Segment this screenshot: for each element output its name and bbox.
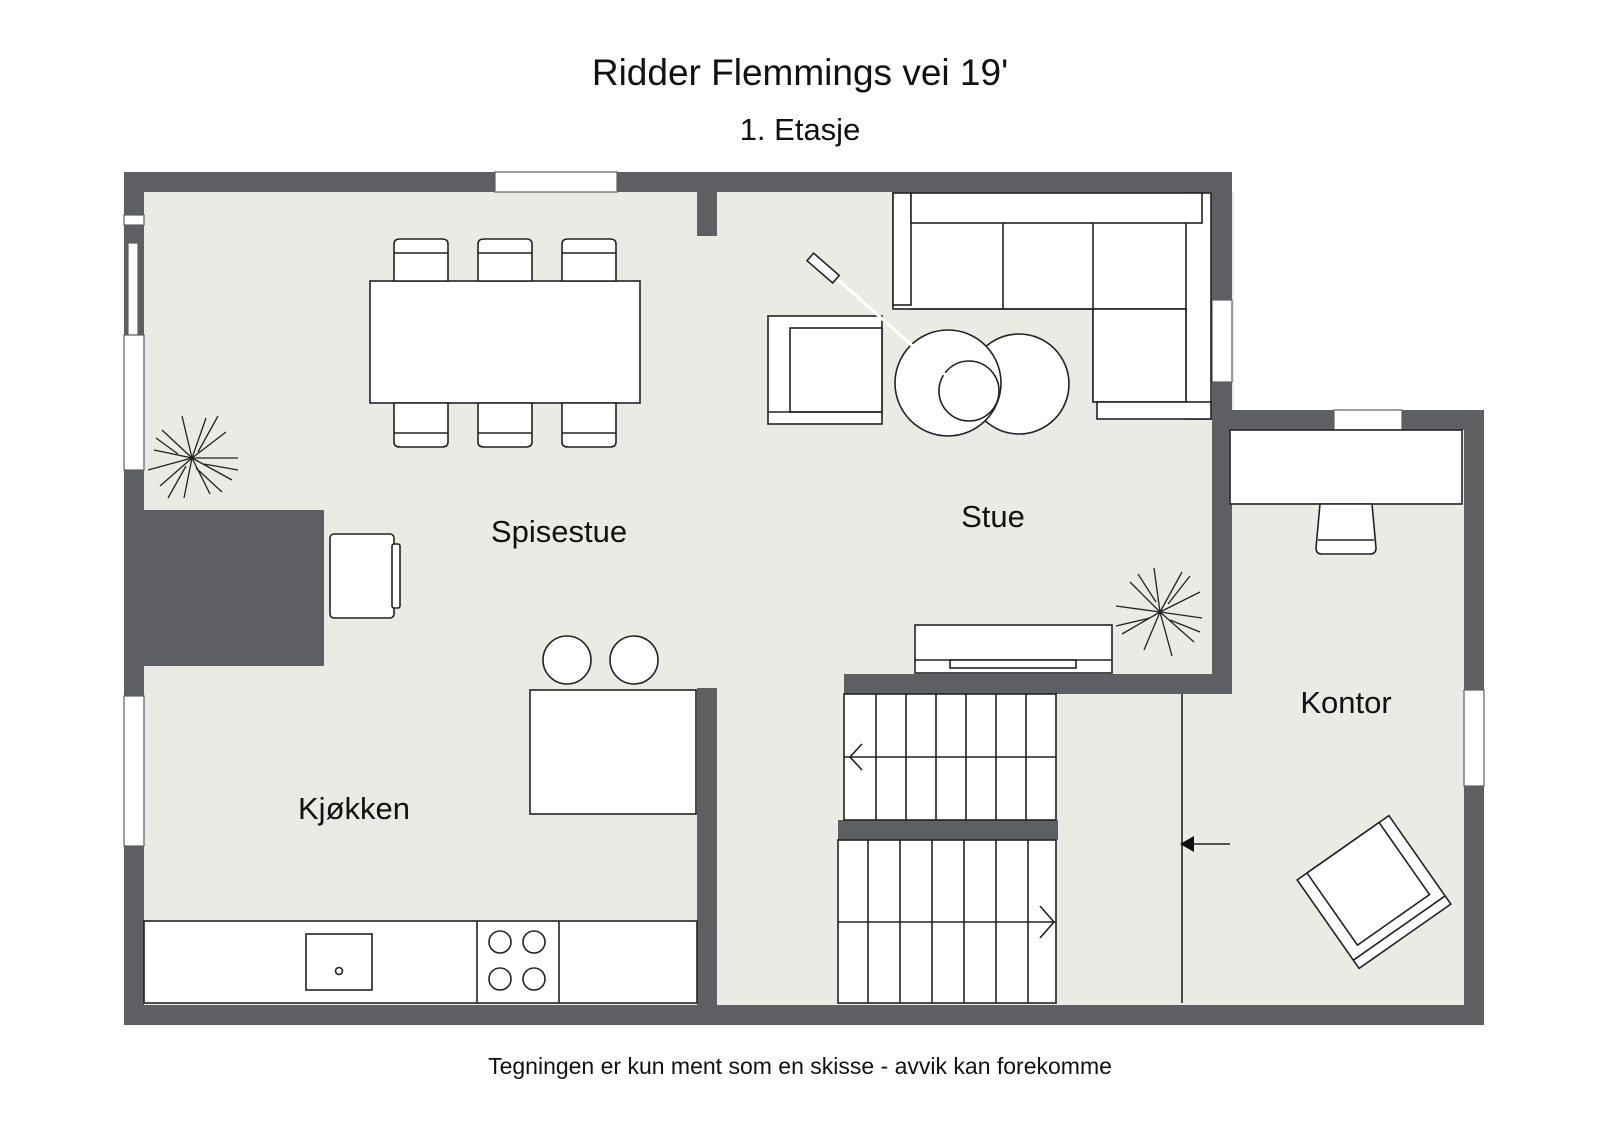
bar-stools [542, 635, 659, 685]
plan-title: Ridder Flemmings vei 19' [591, 52, 1009, 93]
plant-dining [147, 415, 239, 499]
office-armchair [1296, 814, 1452, 970]
room-label-spisestue: Spisestue [491, 514, 627, 549]
office-desk [1229, 429, 1463, 505]
dining-chairs [393, 238, 617, 448]
floor-lamp [805, 251, 969, 397]
corner-sofa [892, 192, 1212, 420]
floor-subtitle: 1. Etasje [739, 112, 861, 147]
windows [123, 171, 1485, 847]
hallway-markings [1180, 694, 1230, 1003]
room-label-kjokken: Kjøkken [298, 791, 410, 826]
staircase-lower [837, 839, 1057, 1004]
plant-living [1115, 567, 1203, 657]
armchair-chimney [329, 533, 401, 619]
tv-bench [914, 624, 1113, 674]
disclaimer-note: Tegningen er kun ment som en skisse - av… [488, 1053, 1112, 1079]
staircase-upper [843, 693, 1057, 821]
kitchen-counter [143, 920, 698, 1004]
armchair-living [767, 315, 883, 425]
round-tables [894, 329, 1070, 437]
dining-table [369, 280, 641, 404]
office-chair [1315, 503, 1377, 555]
room-label-kontor: Kontor [1300, 685, 1391, 720]
room-label-stue: Stue [961, 499, 1025, 534]
kitchen-island [529, 689, 697, 815]
